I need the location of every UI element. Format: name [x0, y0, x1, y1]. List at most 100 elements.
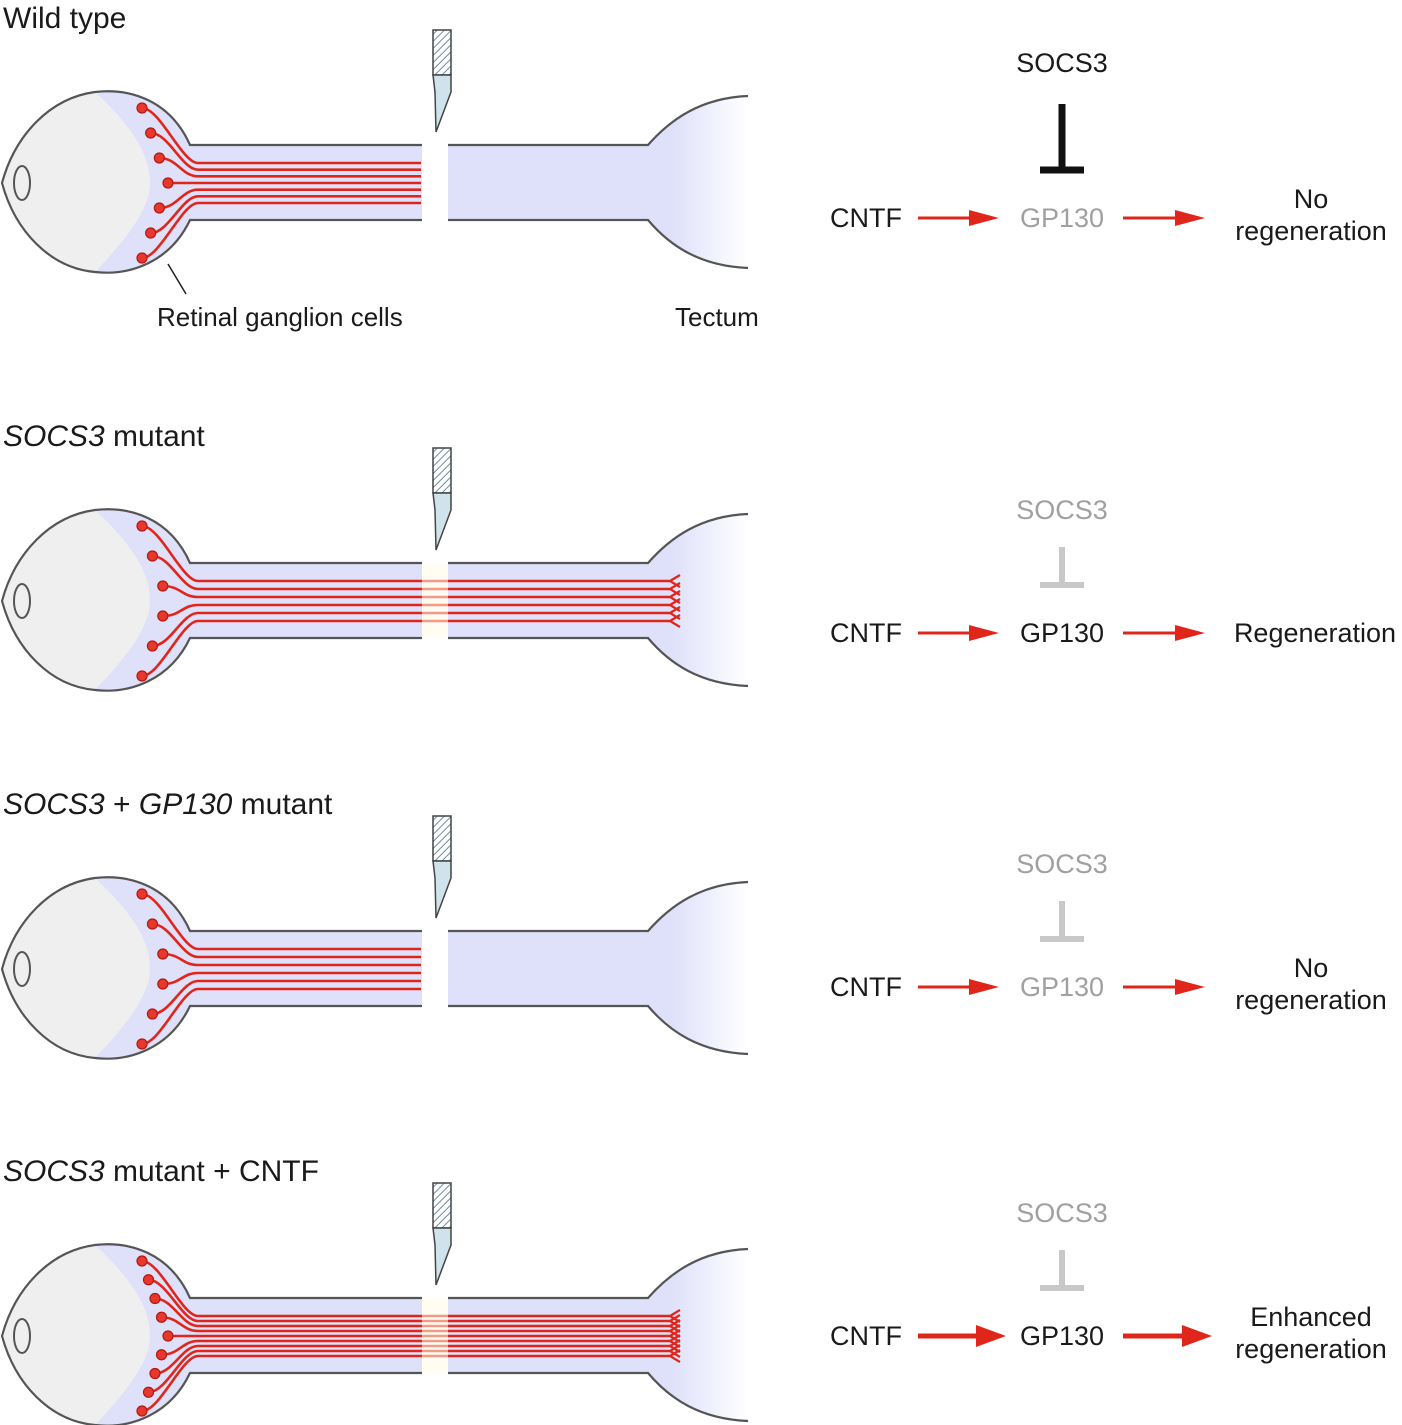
- scalpel-handle: [432, 1182, 452, 1229]
- ganglion-cell: [162, 177, 174, 189]
- eye-outline: [0, 1243, 422, 1425]
- outcome-line: No: [1294, 184, 1329, 214]
- nerve-outline-distal: [448, 94, 749, 270]
- receptor-label: GP130: [1020, 972, 1104, 1002]
- inhibitor-label: SOCS3: [1016, 48, 1108, 78]
- retina-layer: [95, 509, 190, 691]
- label-retinal-ganglion-cells: Retinal ganglion cells: [157, 302, 403, 332]
- arrow-ligand-receptor-head: [969, 979, 999, 995]
- retina-layer: [95, 91, 190, 273]
- ganglion-cell: [153, 202, 165, 214]
- receptor-label: GP130: [1020, 203, 1104, 233]
- ganglion-cell: [136, 1038, 148, 1050]
- lesion-site: [422, 563, 448, 638]
- label-tectum: Tectum: [675, 302, 759, 332]
- axon: [148, 1349, 670, 1394]
- title-part: GP130: [139, 788, 233, 821]
- ganglion-cell: [145, 227, 157, 239]
- scalpel: [432, 447, 452, 551]
- axon: [152, 611, 670, 648]
- outcome-line: No: [1294, 953, 1329, 983]
- arrow-receptor-outcome-head: [1175, 979, 1205, 995]
- lens: [13, 1318, 31, 1354]
- ganglion-cell: [142, 1386, 155, 1398]
- scalpel-blade: [432, 74, 452, 133]
- panel-title: SOCS3 mutant: [3, 420, 205, 453]
- ganglion-cell: [136, 1255, 148, 1267]
- lesion-site: [422, 140, 448, 225]
- axon: [148, 1278, 670, 1323]
- scalpel: [432, 815, 452, 919]
- arrow-ligand-receptor-head: [976, 1325, 1006, 1347]
- scalpel: [432, 29, 452, 133]
- ganglion-cell: [153, 152, 165, 164]
- retina-layer: [95, 877, 190, 1059]
- title-part: mutant: [232, 788, 333, 821]
- ganglion-cell: [145, 127, 157, 139]
- scalpel-handle: [432, 29, 452, 76]
- ganglion-cell: [142, 1274, 155, 1286]
- title-part: SOCS3: [3, 1155, 105, 1188]
- panel-title: SOCS3 mutant + CNTF: [3, 1155, 319, 1188]
- axon: [152, 979, 421, 1016]
- axon-branch: [669, 614, 681, 628]
- axon: [150, 131, 421, 171]
- title-part: mutant: [105, 420, 206, 453]
- receptor-label: GP130: [1020, 1321, 1104, 1351]
- lens: [13, 165, 31, 201]
- nerve-outline-distal: [448, 880, 749, 1056]
- axon: [141, 619, 670, 678]
- eye-outline: [0, 90, 422, 274]
- ganglion-cell: [157, 948, 169, 960]
- axon: [141, 1354, 670, 1413]
- axon: [141, 1259, 670, 1318]
- lens: [13, 583, 31, 619]
- ganglion-cell: [136, 670, 148, 682]
- axon: [141, 201, 421, 260]
- optic-nerve-distal: [448, 514, 748, 686]
- ganglion-cell: [162, 1330, 174, 1342]
- arrow-receptor-outcome-head: [1175, 210, 1205, 226]
- inhibitor-label: SOCS3: [1016, 1198, 1108, 1228]
- axon-branch: [669, 582, 681, 596]
- axon-branch: [669, 590, 681, 604]
- nerve-outline-distal: [448, 1247, 749, 1423]
- axon: [152, 554, 670, 591]
- title-part: Wild type: [3, 2, 126, 35]
- optic-nerve-distal: [448, 882, 748, 1054]
- optic-nerve-proximal: [190, 931, 422, 1006]
- scalpel-handle: [432, 815, 452, 862]
- outcome-line: Enhanced: [1250, 1302, 1372, 1332]
- ganglion-cell: [146, 1008, 158, 1020]
- axon: [141, 524, 670, 583]
- ganglion-cell: [149, 1292, 161, 1305]
- eye-outline: [0, 508, 422, 692]
- inhibitor-label: SOCS3: [1016, 495, 1108, 525]
- lesion-site: [422, 926, 448, 1011]
- ganglion-cell: [136, 102, 148, 114]
- lesion-site: [422, 1298, 448, 1373]
- ganglion-cell: [149, 1367, 161, 1380]
- ligand-label: CNTF: [830, 1321, 902, 1351]
- title-part: SOCS3: [3, 788, 105, 821]
- outcome-line: regeneration: [1235, 1334, 1387, 1364]
- outcome-line: regeneration: [1235, 216, 1387, 246]
- outcome-label: Regeneration: [1234, 618, 1396, 648]
- outcome-line: Regeneration: [1234, 618, 1396, 648]
- eye-outline: [0, 876, 422, 1060]
- inhibitor-label: SOCS3: [1016, 849, 1108, 879]
- axon: [141, 106, 421, 165]
- optic-nerve-proximal: [190, 563, 422, 638]
- title-part: mutant + CNTF: [105, 1155, 319, 1188]
